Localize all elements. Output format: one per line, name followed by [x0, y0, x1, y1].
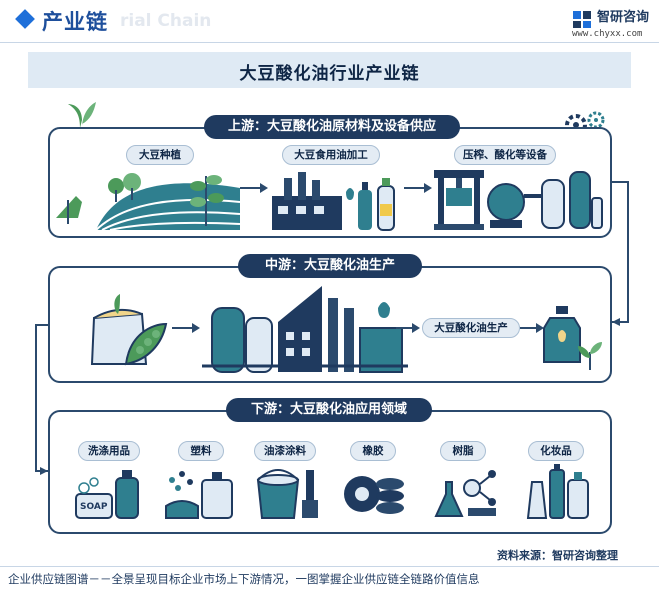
soap-label: SOAP	[80, 502, 108, 512]
arrow-right-icon	[240, 183, 268, 193]
page-header: 产业链 rial Chain 智研咨询 www.chyxx.com	[0, 0, 659, 40]
source-note: 资料来源：智研咨询整理	[497, 549, 618, 562]
downstream-item-cosmetics: 化妆品	[528, 441, 584, 461]
footer-text: 企业供应链图谱－－全景呈现目标企业市场上下游情况，一图掌握企业供应链全链路价值信…	[8, 572, 480, 586]
paint-bucket-icon	[256, 469, 318, 519]
diagram-title-banner: 大豆酸化油行业产业链	[28, 52, 631, 88]
press-equipment-icon	[434, 170, 603, 230]
soybean-farm-icon	[56, 173, 240, 231]
brand-name: 智研咨询	[597, 10, 650, 25]
arrow-right-icon	[404, 183, 432, 193]
leaf-decoration-icon	[68, 102, 96, 128]
section-title: 产业链	[42, 10, 108, 34]
oil-jug-icon	[543, 306, 581, 363]
soybean-sack-icon	[90, 294, 168, 366]
oil-factory-icon	[272, 172, 395, 231]
detergent-icon	[75, 470, 139, 519]
header-divider	[0, 42, 659, 43]
downstream-item-resin: 树脂	[440, 441, 486, 461]
upstream-item-soybean-planting: 大豆种植	[126, 145, 194, 165]
midstream-title: 中游：大豆酸化油生产	[238, 254, 422, 278]
cosmetics-icon	[526, 464, 589, 519]
downstream-item-detergent: 洗涤用品	[78, 441, 140, 461]
downstream-item-paint: 油漆涂料	[254, 441, 316, 461]
arrow-right-icon	[520, 323, 544, 333]
upstream-title: 上游：大豆酸化油原材料及设备供应	[204, 115, 460, 139]
arrow-right-icon	[172, 323, 200, 333]
watermark-text: rial Chain	[120, 11, 212, 31]
midstream-item-production: 大豆酸化油生产	[422, 318, 520, 338]
brand-logo-icon	[573, 11, 591, 28]
downstream-item-plastic: 塑料	[178, 441, 224, 461]
plastic-pellets-icon	[165, 471, 233, 519]
downstream-title: 下游：大豆酸化油应用领域	[226, 398, 432, 422]
upstream-item-equipment: 压榨、酸化等设备	[454, 145, 556, 165]
upstream-item-edible-oil-processing: 大豆食用油加工	[282, 145, 380, 165]
diamond-icon	[15, 9, 35, 29]
arrow-right-icon	[396, 323, 420, 333]
resin-molecule-icon	[434, 470, 496, 517]
downstream-item-rubber: 橡胶	[350, 441, 396, 461]
rubber-tire-icon	[344, 476, 404, 514]
diagram-title: 大豆酸化油行业产业链	[239, 64, 420, 84]
footer-divider	[0, 566, 659, 567]
brand-url: www.chyxx.com	[572, 29, 643, 39]
refinery-plant-icon	[202, 286, 408, 373]
leaf-decoration-icon	[578, 342, 602, 370]
